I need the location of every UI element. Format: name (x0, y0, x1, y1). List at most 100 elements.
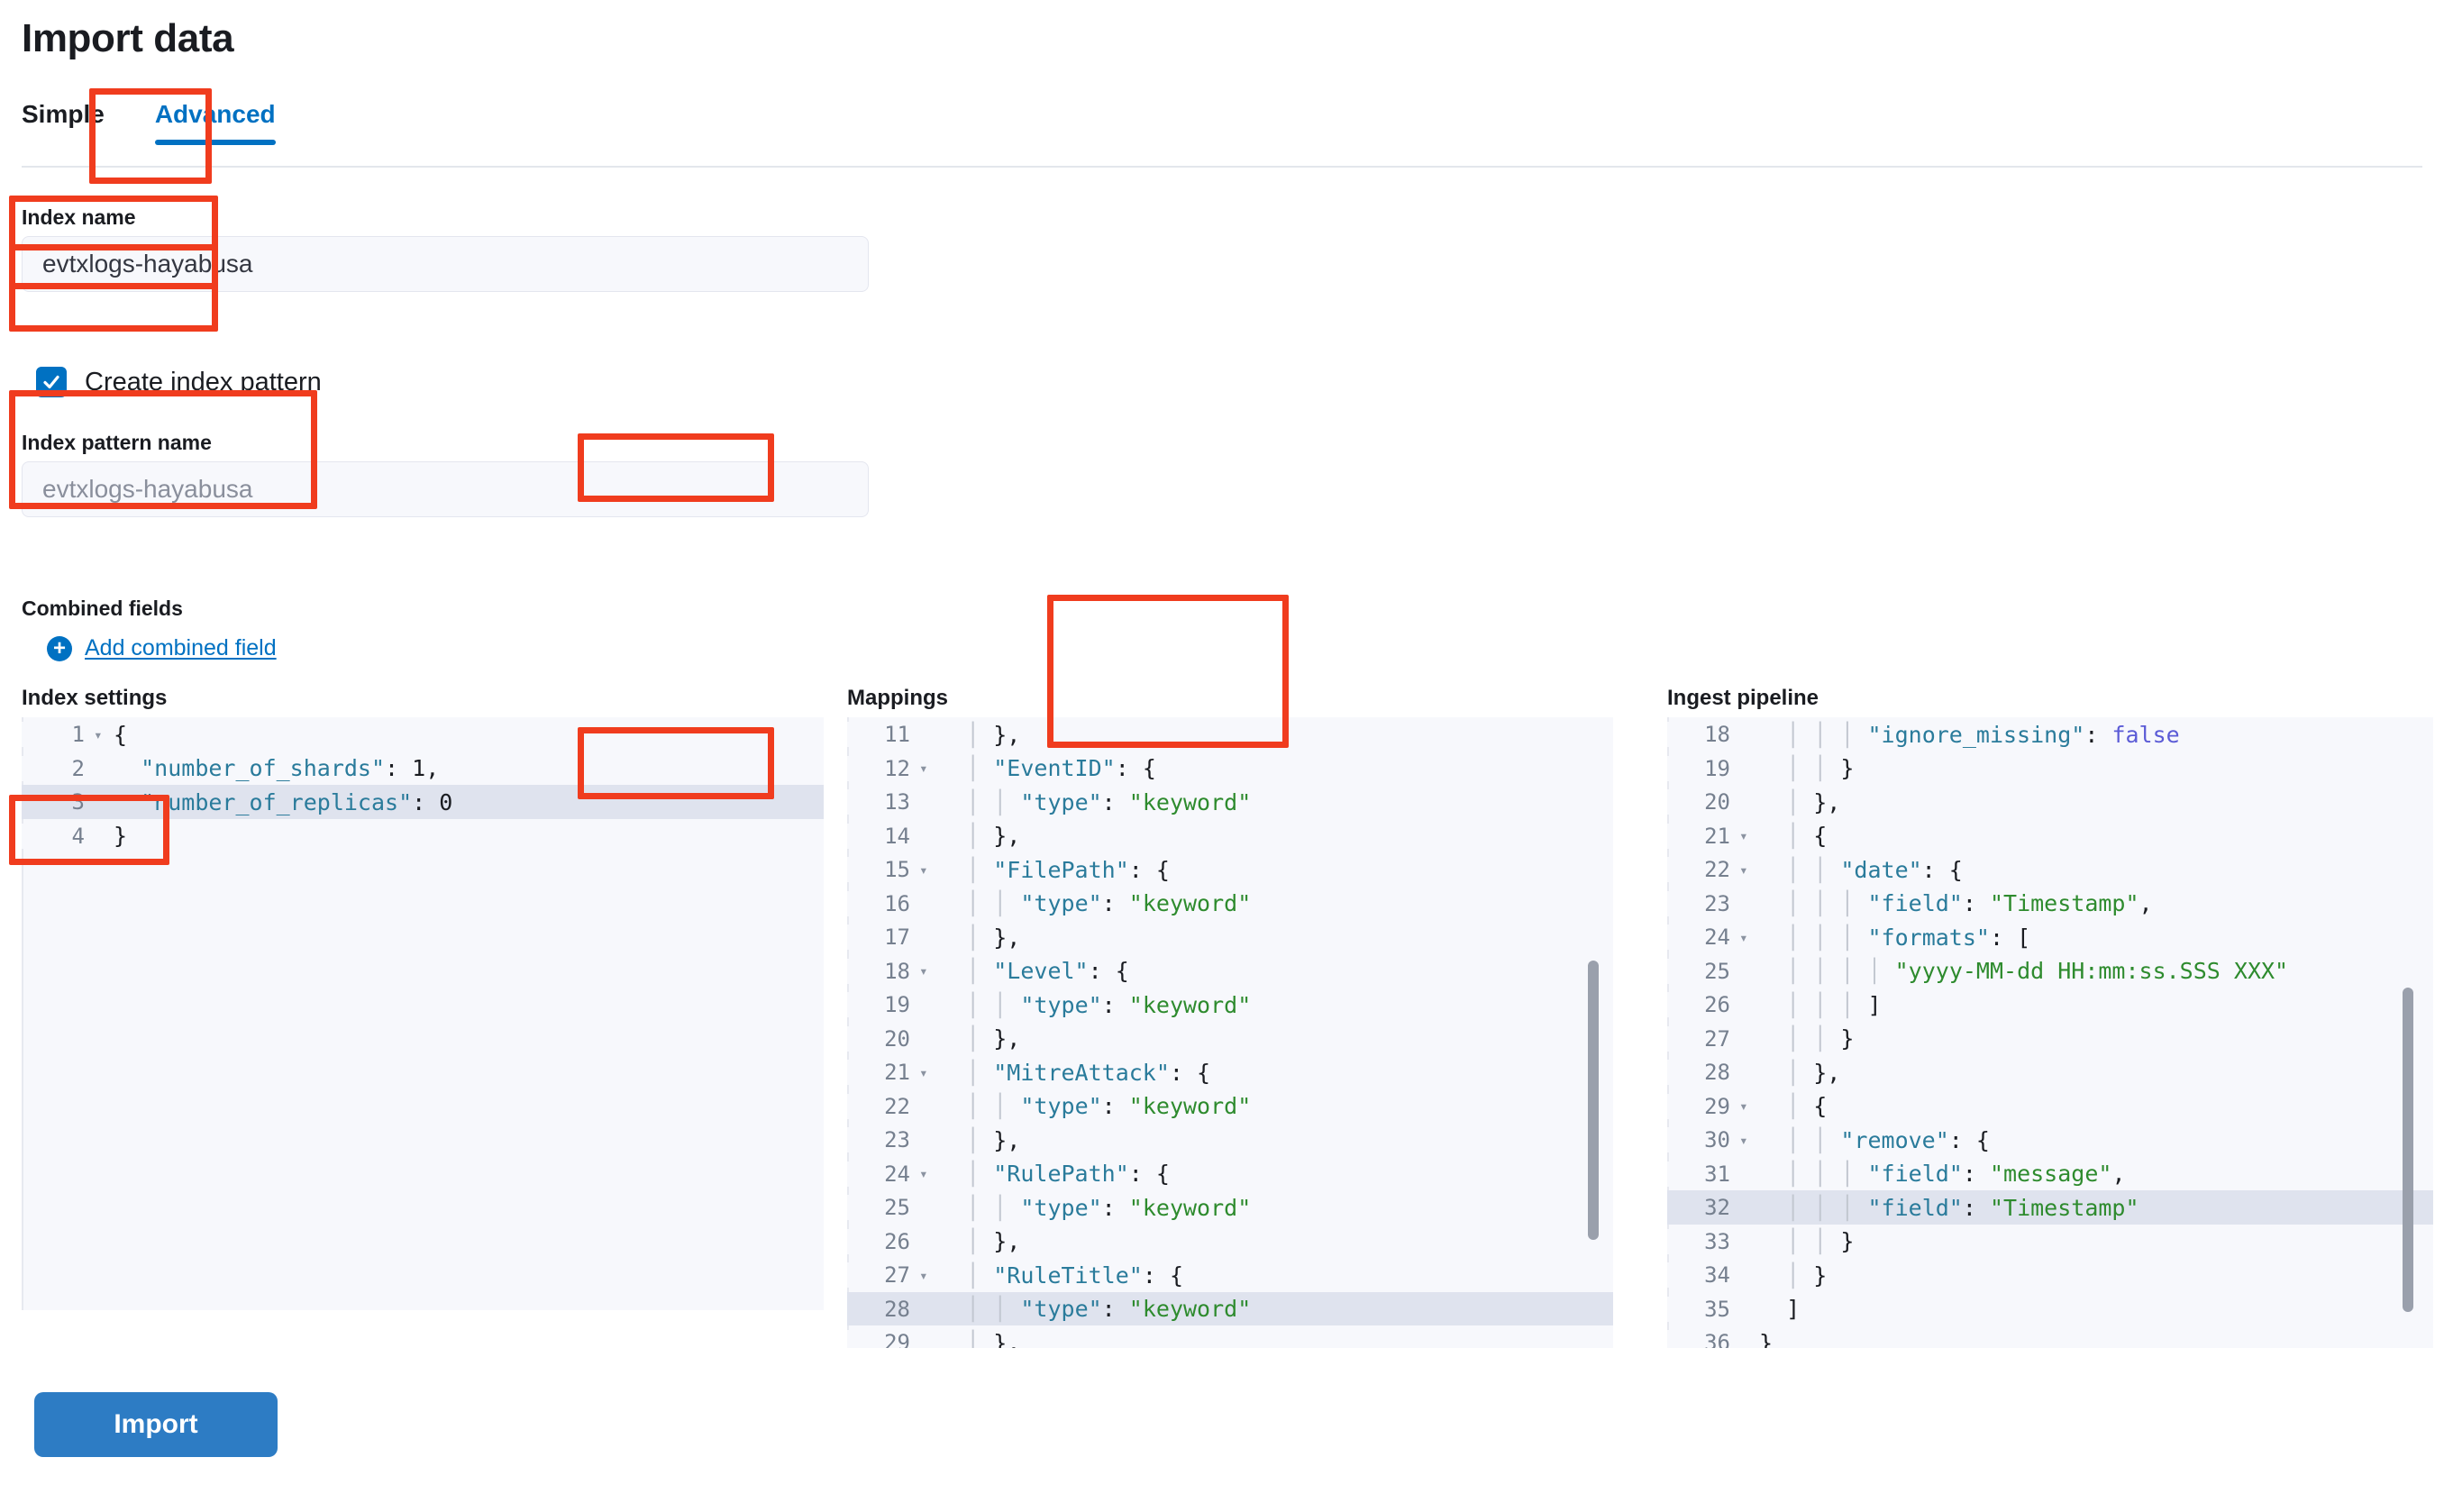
code-text: { (114, 721, 128, 748)
code-line: 21▾ │ { (1667, 819, 2433, 853)
line-number: 18 (847, 958, 916, 984)
line-number: 13 (847, 789, 916, 815)
code-text: │ │ "date": { (1786, 856, 1963, 883)
checkbox-checked-icon (36, 367, 67, 397)
line-number: 2 (22, 755, 90, 781)
tab-bar: Simple Advanced (22, 100, 303, 145)
line-number: 36 (1667, 1330, 1736, 1349)
line-number: 35 (1667, 1296, 1736, 1322)
mappings-scrollbar[interactable] (1588, 961, 1599, 1241)
code-line: 2 "number_of_shards": 1, (22, 751, 824, 786)
fold-toggle-icon[interactable]: ▾ (1739, 1131, 1748, 1149)
tab-simple[interactable]: Simple (22, 100, 105, 128)
code-text: │ "MitreAttack": { (966, 1059, 1211, 1086)
line-number: 30 (1667, 1127, 1736, 1153)
fold-toggle-icon[interactable]: ▾ (919, 962, 928, 980)
code-line: 31 │ │ │ "field": "message", (1667, 1157, 2433, 1191)
code-line: 25 │ │ "type": "keyword" (847, 1190, 1613, 1225)
line-number: 33 (1667, 1228, 1736, 1254)
create-index-pattern-checkbox[interactable]: Create index pattern (36, 367, 322, 397)
fold-toggle-icon[interactable]: ▾ (919, 1266, 928, 1284)
fold-toggle-icon[interactable]: ▾ (1739, 928, 1748, 946)
code-text: │ │ "remove": { (1786, 1126, 1990, 1153)
code-text: │ │ "type": "keyword" (966, 1194, 1252, 1221)
code-text: │ │ │ "field": "message", (1786, 1161, 2126, 1188)
code-line: 35 ] (1667, 1292, 2433, 1326)
ingest-pipeline-scrollbar[interactable] (2403, 988, 2413, 1313)
code-line: 28 │ │ "type": "keyword" (847, 1291, 1613, 1326)
code-text: │ }, (966, 1025, 1021, 1052)
index-pattern-name-input[interactable]: evtxlogs-hayabusa (22, 461, 869, 517)
code-text: │ │ "type": "keyword" (966, 788, 1252, 815)
line-number: 24 (1667, 925, 1736, 951)
line-number: 34 (1667, 1262, 1736, 1289)
line-number: 27 (847, 1262, 916, 1289)
line-number: 11 (847, 722, 916, 748)
code-text: │ │ │ "field": "Timestamp", (1786, 890, 2153, 917)
code-line: 3 "number_of_replicas": 0 (22, 785, 824, 819)
code-line: 18▾ │ "Level": { (847, 954, 1613, 988)
code-text: │ │ "type": "keyword" (966, 1093, 1252, 1120)
line-number: 25 (847, 1195, 916, 1221)
code-text: } (1759, 1329, 1774, 1349)
code-line: 23 │ │ │ "field": "Timestamp", (1667, 887, 2433, 921)
code-text: │ │ } (1786, 1025, 1855, 1052)
fold-toggle-icon[interactable]: ▾ (919, 760, 928, 778)
code-text: │ │ "type": "keyword" (966, 1296, 1252, 1323)
mappings-editor[interactable]: 11 │ }, 12▾ │ "EventID": { 13 │ │ "type": … (847, 717, 1613, 1349)
code-line: 27 │ │ } (1667, 1022, 2433, 1056)
code-lines: 1▾{2 "number_of_shards": 1,3 "number_of_… (22, 717, 824, 852)
fold-toggle-icon[interactable]: ▾ (94, 725, 103, 743)
line-number: 24 (847, 1161, 916, 1187)
code-line: 19 │ │ } (1667, 751, 2433, 786)
line-number: 18 (1667, 722, 1736, 748)
code-line: 26 │ │ │ ] (1667, 988, 2433, 1022)
code-text: │ }, (966, 721, 1021, 748)
fold-toggle-icon[interactable]: ▾ (919, 861, 928, 879)
line-number: 20 (847, 1025, 916, 1052)
index-name-input[interactable]: evtxlogs-hayabusa (22, 236, 869, 292)
line-number: 17 (847, 925, 916, 951)
fold-toggle-icon[interactable]: ▾ (919, 1165, 928, 1183)
mappings-panel: Mappings 11 │ },12▾ │ "EventID": {13 │ │… (847, 686, 1613, 1349)
import-button[interactable]: Import (34, 1392, 278, 1457)
tab-advanced[interactable]: Advanced (128, 100, 303, 145)
line-number: 29 (847, 1330, 916, 1349)
code-text: │ }, (966, 924, 1021, 951)
index-pattern-name-value: evtxlogs-hayabusa (42, 475, 253, 503)
code-line: 1▾{ (22, 717, 824, 751)
code-line: 12▾ │ "EventID": { (847, 751, 1613, 786)
index-settings-editor[interactable]: 1▾{2 "number_of_shards": 1,3 "number_of_… (22, 717, 824, 1311)
add-combined-field-button[interactable]: + Add combined field (47, 635, 277, 661)
fold-toggle-icon[interactable]: ▾ (1739, 1098, 1748, 1116)
line-number: 28 (847, 1296, 916, 1322)
code-line: 14 │ }, (847, 819, 1613, 853)
page-title: Import data (22, 16, 234, 60)
code-line: 21▾ │ "MitreAttack": { (847, 1055, 1613, 1089)
code-text: │ │ "type": "keyword" (966, 991, 1252, 1018)
code-line: 29 │ }, (847, 1325, 1613, 1349)
code-text: │ │ } (1786, 1228, 1855, 1255)
code-text: │ "RulePath": { (966, 1161, 1170, 1188)
code-text: │ }, (966, 1126, 1021, 1153)
line-number: 31 (1667, 1161, 1736, 1187)
code-text: │ }, (1786, 1059, 1841, 1086)
fold-toggle-icon[interactable]: ▾ (1739, 861, 1748, 879)
code-text: │ } (1786, 1262, 1828, 1289)
line-number: 26 (1667, 992, 1736, 1018)
code-line: 25 │ │ │ │ "yyyy-MM-dd HH:mm:ss.SSS XXX" (1667, 954, 2433, 988)
code-line: 18 │ │ │ "ignore_missing": false (1667, 717, 2433, 751)
code-text: │ │ │ "field": "Timestamp" (1786, 1194, 2139, 1221)
code-text: } (114, 823, 128, 850)
line-number: 22 (847, 1093, 916, 1119)
line-number: 29 (1667, 1093, 1736, 1119)
fold-toggle-icon[interactable]: ▾ (919, 1063, 928, 1081)
line-number: 23 (847, 1127, 916, 1153)
fold-toggle-icon[interactable]: ▾ (1739, 827, 1748, 845)
code-line: 24▾ │ "RulePath": { (847, 1157, 1613, 1191)
code-line: 27▾ │ "RuleTitle": { (847, 1258, 1613, 1292)
index-name-value: evtxlogs-hayabusa (42, 250, 253, 278)
line-number: 32 (1667, 1195, 1736, 1221)
